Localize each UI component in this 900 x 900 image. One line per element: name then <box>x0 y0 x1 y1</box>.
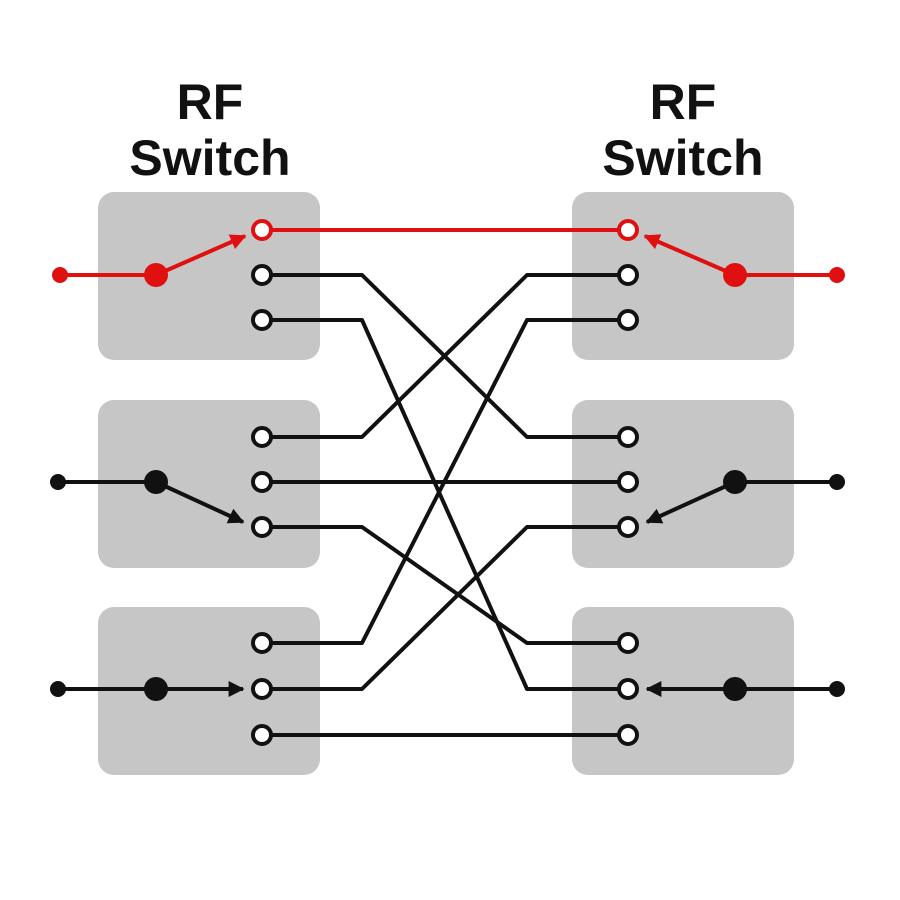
right-switch-2-pivot <box>723 470 747 494</box>
switch-arms <box>58 480 837 697</box>
right-switch-1-port-1 <box>617 219 639 241</box>
right-switch-2-port-3 <box>617 516 639 538</box>
right-input-1-terminal <box>829 267 845 283</box>
right-switch-1-pivot <box>723 263 747 287</box>
right-input-3-terminal <box>829 681 845 697</box>
terminal-dots <box>50 263 845 701</box>
left-switch-title: RF Switch <box>80 74 340 186</box>
interconnect-wires <box>262 273 628 737</box>
left-switch-3-port-3 <box>251 724 273 746</box>
right-switch-3-port-3 <box>617 724 639 746</box>
right-switch-3-pivot <box>723 677 747 701</box>
wire-l3p2-to-r2p3 <box>262 525 628 691</box>
right-switch-2-port-1 <box>617 426 639 448</box>
right-input-2-terminal <box>829 474 845 490</box>
left-switch-3-port-1 <box>251 632 273 654</box>
left-switch-1-arm <box>155 234 247 277</box>
left-switch-2-port-3 <box>251 516 273 538</box>
left-switch-2-pivot <box>144 470 168 494</box>
right-title-line-1: RF <box>649 74 717 130</box>
wire-l3p1-to-r1p3 <box>262 318 628 645</box>
left-input-2-terminal <box>50 474 66 490</box>
left-switch-2-port-2 <box>251 471 273 493</box>
right-switch-1-port-3 <box>617 309 639 331</box>
right-switch-2-port-2 <box>617 471 639 493</box>
right-switch-1-arm <box>643 234 736 277</box>
left-title-line-2: Switch <box>129 130 291 186</box>
right-switch-2-arm <box>645 480 736 524</box>
left-title-line-1: RF <box>176 74 244 130</box>
active-signal-path <box>60 228 837 277</box>
left-switch-1-port-1 <box>251 219 273 241</box>
left-switch-1-port-3 <box>251 309 273 331</box>
wire-l1p3-to-r3p2 <box>262 318 628 691</box>
left-switch-2-arm <box>155 480 245 524</box>
right-switch-1-port-2 <box>617 264 639 286</box>
wire-l2p1-to-r1p2 <box>262 273 628 439</box>
right-title-line-2: Switch <box>602 130 764 186</box>
left-switch-3-port-2 <box>251 678 273 700</box>
left-input-1-terminal <box>52 267 68 283</box>
left-switch-1-pivot <box>144 263 168 287</box>
wire-l2p3-to-r3p1 <box>262 525 628 645</box>
left-switch-3-pivot <box>144 677 168 701</box>
right-switch-3-port-2 <box>617 678 639 700</box>
right-switch-3-port-1 <box>617 632 639 654</box>
left-switch-2-port-1 <box>251 426 273 448</box>
right-switch-title: RF Switch <box>553 74 813 186</box>
left-input-3-terminal <box>50 681 66 697</box>
left-switch-1-port-2 <box>251 264 273 286</box>
switch-ports <box>251 219 639 746</box>
